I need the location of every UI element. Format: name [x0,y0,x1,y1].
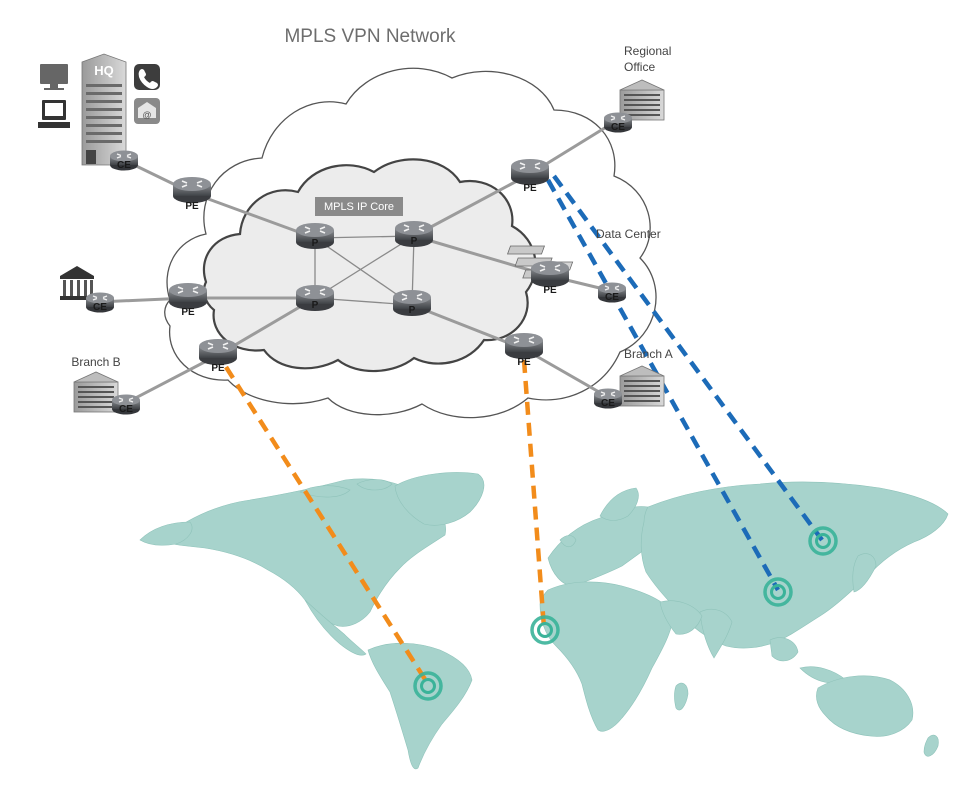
phone-icon [134,64,160,90]
ce-label: CE [605,292,619,303]
pe-label: PE [517,357,531,368]
router-icon [504,332,544,360]
p-label: P [312,300,319,311]
ce-router-regional: CE [603,111,633,134]
p-router-bottom-right: P [392,289,432,317]
router-icon [198,338,238,366]
branch-b-site: Branch B [71,355,121,413]
building-icon [73,371,119,413]
ce-router-data-center: CE [597,281,627,304]
ce-label: CE [611,122,625,133]
pe-router-bank: PE [168,282,208,318]
ce-router-bank: CE [85,291,115,314]
router-icon [530,260,570,288]
orange-vpn-links [224,359,547,686]
mpls-ip-core-label: MPLS IP Core [324,201,394,213]
pe-label: PE [181,307,195,318]
pe-router-branch-a: PE [504,332,544,368]
mpls-ip-core-cloud [202,158,537,373]
p-router-top-right: P [394,220,434,248]
router-icon [510,158,550,186]
hq-label: HQ [94,63,114,78]
pe-router-hq: PE [172,176,212,212]
ce-label: CE [601,398,615,409]
hq-site: HQ @ [38,53,160,166]
ce-router-branch-a: CE [593,387,623,410]
pe-router-data-center: PE [530,260,570,296]
ce-label: CE [119,404,133,415]
p-router-bottom-left: P [295,284,335,312]
regional-office-label-line1: Regional [624,44,671,58]
branch-a-label: Branch A [624,347,673,361]
hq-building-icon [81,53,127,166]
email-icon: @ [134,98,160,124]
p-label: P [411,236,418,247]
pe-router-regional: PE [510,158,550,194]
bank-icon [60,266,94,300]
branch-a-site: Branch A [619,347,673,407]
pe-label: PE [543,285,557,296]
pe-router-branch-b: PE [198,338,238,374]
pe-label: PE [185,201,199,212]
ce-router-hq: CE [109,149,139,172]
regional-office-label-line2: Office [624,60,655,74]
pe-label: PE [523,183,537,194]
data-center-label: Data Center [596,227,661,241]
p-label: P [312,238,319,249]
branch-b-label: Branch B [71,355,120,369]
p-router-top-left: P [295,222,335,250]
ce-label: CE [117,160,131,171]
router-icon [168,282,208,310]
ce-label: CE [93,302,107,313]
diagram-title: MPLS VPN Network [284,26,456,47]
ce-router-branch-b: CE [111,393,141,416]
mpls-ip-core-label-box [315,197,403,216]
router-icon [172,176,212,204]
world-map-icon [139,472,949,770]
svg-text:@: @ [142,110,151,120]
computer-icon [38,100,70,128]
regional-office-site: Regional Office [619,44,671,121]
desktop-monitor-icon [40,64,68,90]
p-label: P [409,305,416,316]
pe-label: PE [211,363,225,374]
